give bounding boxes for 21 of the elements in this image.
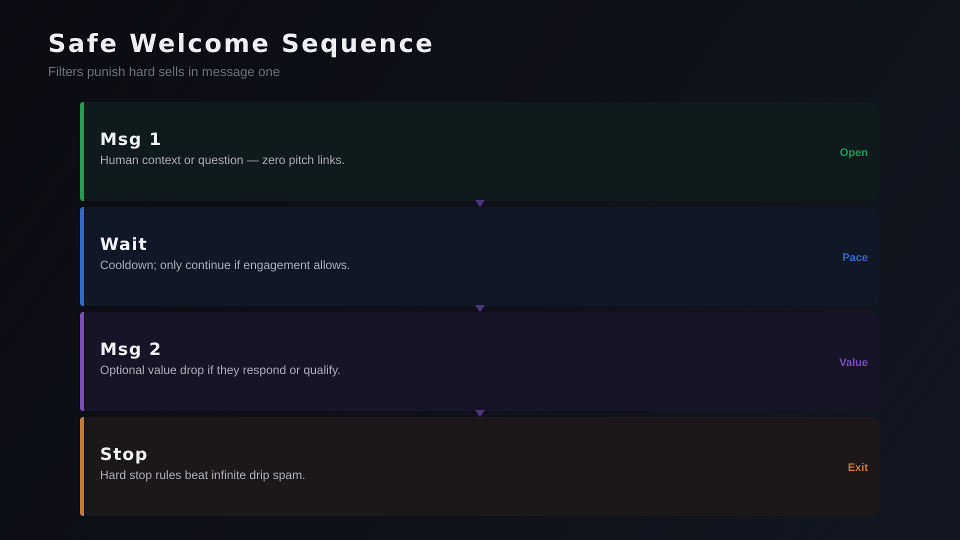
arrow — [475, 200, 485, 208]
arrow — [475, 410, 485, 418]
step-description: Cooldown; only continue if engagement allows. — [100, 258, 350, 273]
step-title: Stop — [100, 445, 148, 466]
step-title: Msg 2 — [100, 340, 162, 361]
step-tag: Pace — [842, 251, 868, 265]
step-band — [80, 312, 880, 411]
step-tag: Exit — [848, 461, 868, 475]
step-title: Msg 1 — [100, 130, 162, 151]
step-title: Wait — [100, 235, 148, 256]
step-band — [80, 417, 880, 516]
step-description: Hard stop rules beat infinite drip spam. — [100, 468, 306, 483]
step-tag: Open — [840, 146, 868, 160]
arrow — [475, 305, 485, 312]
step-tag: Value — [839, 356, 868, 370]
step-description: Human context or question — zero pitch links. — [100, 153, 345, 168]
diagram-title: Safe Welcome Sequence — [48, 29, 435, 59]
step-band — [80, 102, 880, 201]
step-description: Optional value drop if they respond or qualify. — [100, 363, 341, 378]
step-band — [80, 207, 880, 306]
subtitle: Filters punish hard sells in message one — [48, 64, 280, 80]
